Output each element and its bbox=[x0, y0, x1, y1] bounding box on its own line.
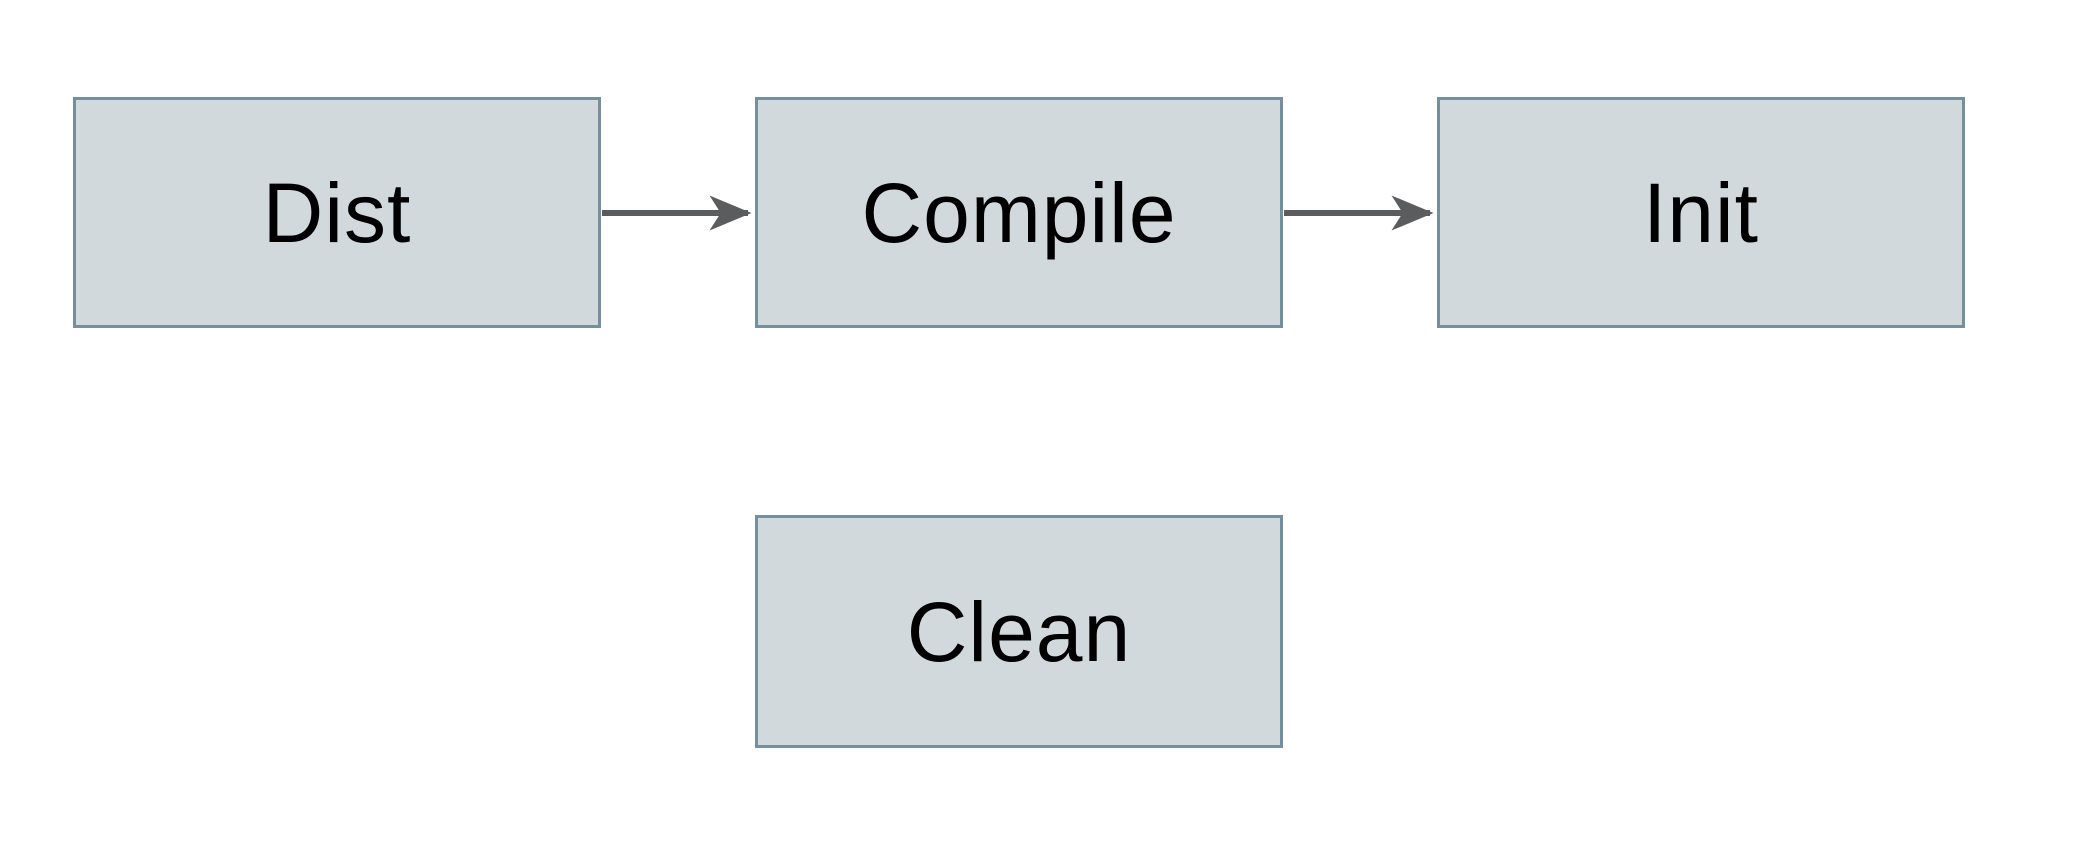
node-compile[interactable]: Compile bbox=[755, 97, 1283, 328]
node-clean-label: Clean bbox=[906, 584, 1132, 679]
node-dist[interactable]: Dist bbox=[73, 97, 601, 328]
node-init[interactable]: Init bbox=[1437, 97, 1965, 328]
node-dist-label: Dist bbox=[262, 165, 412, 260]
node-init-label: Init bbox=[1642, 165, 1760, 260]
node-clean[interactable]: Clean bbox=[755, 515, 1283, 748]
node-compile-label: Compile bbox=[861, 165, 1177, 260]
